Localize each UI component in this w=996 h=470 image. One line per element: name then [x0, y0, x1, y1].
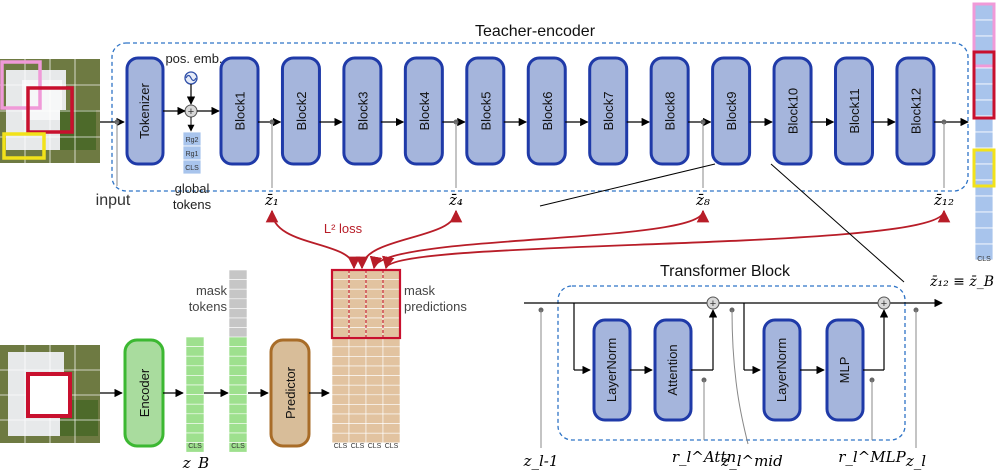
- global-token-cls: CLS: [185, 165, 199, 172]
- mask-token-column: [228, 269, 248, 453]
- teacher-block-5-label: Block5: [478, 91, 493, 130]
- z-bar-8-label: z̄₈: [695, 191, 710, 209]
- loss-arrows: [265, 209, 951, 270]
- z-bar-4-label: z̄₄: [448, 191, 463, 209]
- teacher-block-2-label: Block2: [294, 91, 309, 130]
- r-attn-label: r_l^Attn: [672, 448, 736, 466]
- zb-token-column: [185, 336, 205, 453]
- sum-node-teacher: +: [184, 104, 198, 118]
- tokenizer-block: Tokenizer: [125, 56, 165, 166]
- teacher-block-3-label: Block3: [355, 91, 370, 130]
- teacher-block-5: Block5: [465, 56, 506, 166]
- global-token-rg2: Rg2: [186, 137, 199, 144]
- layernorm-1-label: LayerNorm: [604, 338, 619, 402]
- teacher-block-8-label: Block8: [663, 91, 678, 130]
- encoder-block: Encoder: [123, 338, 165, 448]
- mask-predictions-label-2: predictions: [404, 299, 467, 314]
- prediction-cls-4: CLS: [385, 443, 399, 450]
- mask-predictions-label-1: mask: [404, 283, 436, 298]
- z-bar-12-label: z̄₁₂: [933, 191, 954, 209]
- teacher-block-10: Block10: [772, 56, 813, 166]
- teacher-block-8: Block8: [649, 56, 690, 166]
- teacher-encoder-frame: [111, 42, 969, 192]
- layernorm-2-label: LayerNorm: [774, 338, 789, 402]
- prediction-cls-1: CLS: [334, 443, 348, 450]
- z-l-minus-1-label: z_l-1: [523, 452, 559, 470]
- svg-text:+: +: [881, 298, 887, 310]
- teacher-block-1-label: Block1: [233, 91, 248, 130]
- teacher-block-1: Block1: [219, 56, 260, 166]
- svg-text:+: +: [710, 298, 716, 310]
- transformer-block-frame: [557, 285, 906, 441]
- mask-tokens-cls: CLS: [231, 443, 245, 450]
- svg-text:+: +: [188, 106, 194, 118]
- input-image-top: [0, 59, 100, 163]
- teacher-block-9: Block9: [711, 56, 752, 166]
- teacher-block-4-label: Block4: [417, 91, 432, 130]
- global-token-rg1: Rg1: [186, 151, 199, 158]
- teacher-block-12-label: Block12: [908, 88, 923, 134]
- prediction-grid: [331, 269, 401, 444]
- output-cls: CLS: [977, 256, 991, 263]
- r-mlp-label: r_l^MLP: [838, 448, 906, 466]
- teacher-block-7: Block7: [588, 56, 629, 166]
- attention-label: Attention: [665, 344, 680, 395]
- predictor-label: Predictor: [283, 366, 298, 419]
- teacher-block-2: Block2: [280, 56, 321, 166]
- zb-cls: CLS: [188, 443, 202, 450]
- transformer-block-title: Transformer Block: [660, 263, 791, 280]
- input-image-masked: [0, 345, 100, 443]
- output-red-highlight: [972, 50, 996, 120]
- teacher-blocks: Block1 Block2 Block3 Block4 Block5 Block6 Bloc…: [219, 56, 969, 188]
- output-equation: z̄₁₂ ≡ z̄_B: [929, 274, 994, 290]
- predictor-block: Predictor: [269, 338, 311, 448]
- z-l-label: z_l: [905, 452, 926, 470]
- teacher-block-11: Block11: [834, 56, 874, 166]
- teacher-block-4: Block4: [403, 56, 444, 166]
- sum-node-mlp: +: [877, 296, 891, 310]
- zb-label: z_B: [182, 454, 209, 470]
- output-pink-highlight: [972, 2, 996, 68]
- mlp-label: MLP: [837, 357, 852, 384]
- teacher-block-6: Block6: [526, 56, 567, 166]
- output-token-column: [974, 3, 994, 261]
- attention-block: Attention: [653, 318, 693, 422]
- output-yellow-highlight: [972, 148, 996, 188]
- teacher-block-7-label: Block7: [601, 91, 616, 130]
- tokenizer-label: Tokenizer: [137, 83, 152, 139]
- sum-node-attn: +: [706, 296, 720, 310]
- layernorm-2-block: LayerNorm: [762, 318, 802, 422]
- z-bar-1-label: z̄₁: [264, 191, 279, 209]
- teacher-block-12: Block12: [895, 56, 936, 166]
- prediction-cls-2: CLS: [351, 443, 365, 450]
- encoder-label: Encoder: [137, 368, 152, 417]
- teacher-block-10-label: Block10: [786, 88, 801, 134]
- teacher-block-3: Block3: [342, 56, 383, 166]
- layernorm-1-block: LayerNorm: [592, 318, 632, 422]
- teacher-block-6-label: Block6: [540, 91, 555, 130]
- mask-tokens-label-2: tokens: [189, 299, 228, 314]
- teacher-block-11-label: Block11: [847, 88, 862, 133]
- teacher-encoder-title: Teacher-encoder: [475, 23, 596, 40]
- prediction-cls-3: CLS: [368, 443, 382, 450]
- global-tokens-stack: Rg2 Rg1 CLS: [182, 131, 202, 175]
- teacher-block-9-label: Block9: [724, 91, 739, 130]
- global-tokens-label-2: tokens: [173, 197, 212, 212]
- mask-tokens-label-1: mask: [196, 283, 228, 298]
- global-tokens-label-1: global: [175, 181, 210, 196]
- loss-label: L² loss: [324, 221, 363, 236]
- pos-emb-icon: [184, 71, 198, 85]
- z-mid-label: z_l^mid: [720, 452, 782, 470]
- pos-emb-label: pos. emb.: [165, 51, 222, 66]
- input-label: input: [96, 192, 131, 209]
- mlp-block: MLP: [825, 318, 865, 422]
